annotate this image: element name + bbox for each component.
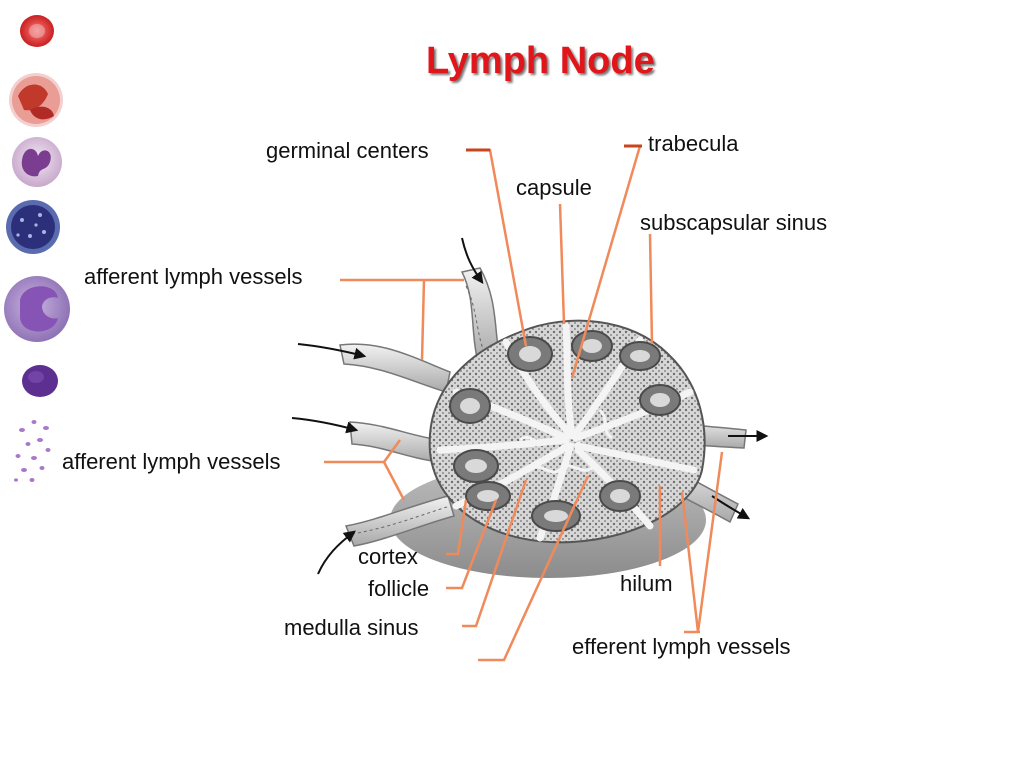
follicle: [453, 449, 499, 483]
follicles: [449, 330, 681, 532]
medulla-sinuses: [518, 408, 613, 474]
platelets-icon: [14, 420, 51, 482]
leader-afferent-mid-down: [382, 461, 406, 501]
eosinophil-icon: [9, 73, 63, 127]
label-afferent-lymph-vessels-mid: afferent lymph vessels: [62, 449, 281, 474]
afferent-vessel-lower: [344, 495, 455, 547]
label-subscapsular-sinus: subscapsular sinus: [640, 210, 828, 235]
follicle: [449, 388, 491, 424]
page-title: Lymph Node: [426, 40, 655, 82]
neutrophil-icon: [12, 137, 62, 187]
label-germinal-centers: germinal centers: [266, 138, 429, 163]
label-afferent-lymph-vessels-top: afferent lymph vessels: [84, 264, 303, 289]
label-trabecula: trabecula: [648, 131, 739, 156]
label-follicle: follicle: [368, 576, 430, 601]
lymphocyte-icon: [22, 365, 58, 397]
follicle: [619, 341, 661, 371]
blood-cell-column: [4, 15, 70, 482]
leader-afferent-mid-up: [382, 439, 402, 463]
leader-efferent-right: [696, 451, 724, 633]
label-hilum: hilum: [620, 571, 673, 596]
label-efferent-lymph-vessels: efferent lymph vessels: [572, 634, 791, 659]
leader-afferent-top-branch: [420, 279, 426, 361]
follicle: [599, 480, 641, 512]
red-blood-cell-icon: [20, 15, 54, 47]
basophil-icon: [6, 200, 60, 254]
follicle: [507, 336, 553, 372]
follicle: [465, 481, 511, 511]
follicle: [531, 500, 581, 532]
leader-capsule: [558, 203, 566, 325]
label-medulla-sinus: medulla sinus: [284, 615, 419, 640]
afferent-vessel-middle: [349, 421, 441, 463]
label-capsule: capsule: [516, 175, 592, 200]
leader-follicle: [446, 499, 498, 590]
afferent-vessel-upper: [339, 343, 451, 393]
leader-medulla-sinus: [462, 479, 528, 628]
follicle: [571, 330, 613, 362]
leader-cortex: [446, 499, 468, 556]
follicle: [639, 384, 681, 416]
leader-medulla: [478, 475, 590, 662]
label-cortex: cortex: [358, 544, 418, 569]
leader-efferent-left: [680, 491, 700, 633]
monocyte-icon: [4, 276, 70, 342]
leader-subscapsular-sinus: [648, 233, 654, 345]
leader-tips: [466, 144, 642, 152]
